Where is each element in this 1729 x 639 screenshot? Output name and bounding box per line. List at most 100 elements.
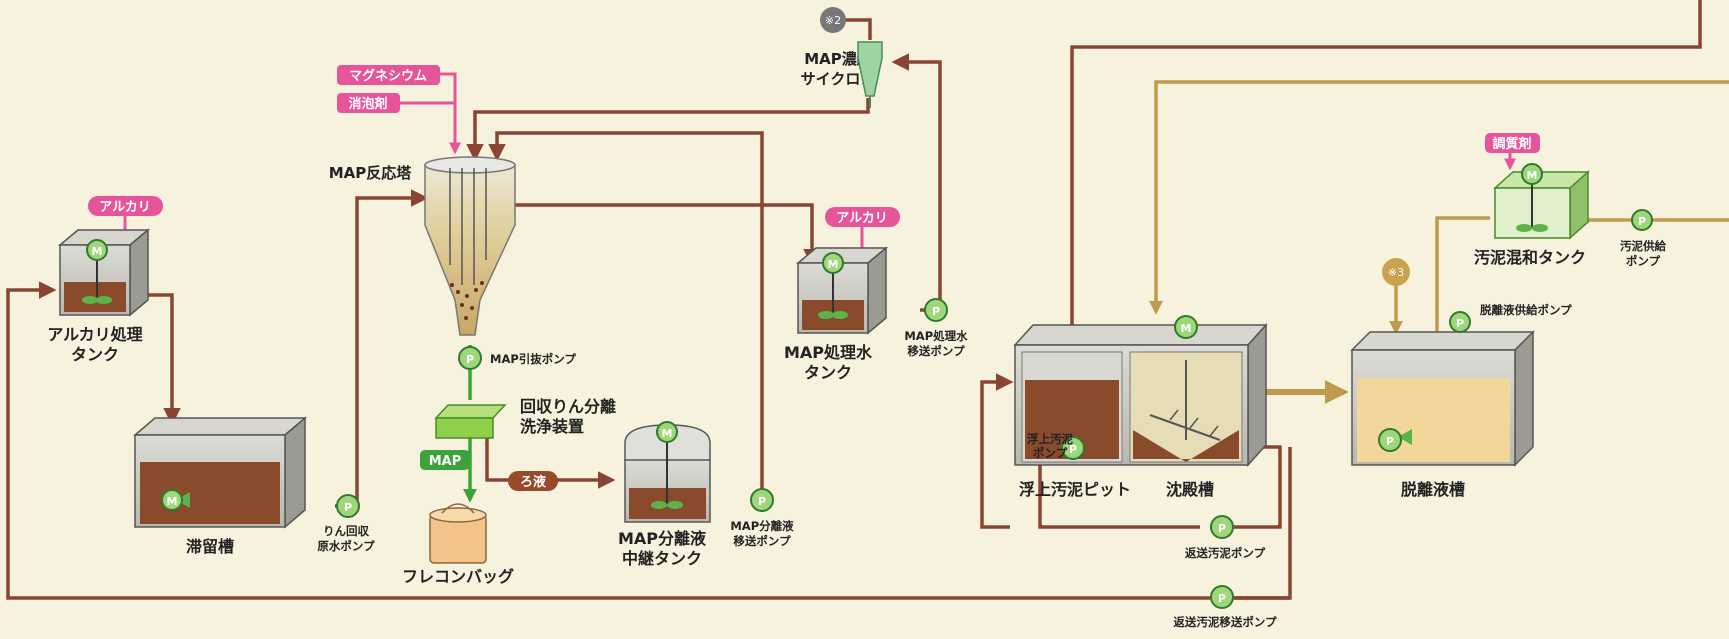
pump-icon: P	[1378, 428, 1402, 452]
sep-pump-label-1: MAP分離液	[730, 519, 794, 533]
cyclone-label-1: MAP濃縮	[804, 50, 872, 68]
map-reactor-label: MAP反応塔	[329, 164, 413, 182]
flexible-bag-icon	[429, 503, 487, 564]
dewatered-tank-label: 脱離液槽	[1401, 480, 1465, 499]
map-reactor	[424, 156, 516, 336]
map-cyclone	[857, 41, 883, 108]
float-pump-label-1: 浮上汚泥	[1027, 432, 1073, 446]
motor-icon: M	[1521, 163, 1543, 185]
conditioner-tag: 調質剤	[1485, 133, 1540, 153]
alkali-tag-1: アルカリ	[88, 196, 163, 216]
pipe-bottom-return	[6, 281, 1290, 600]
supply-pump-label-2: ポンプ	[1626, 254, 1661, 268]
pipe-return-pumps	[1038, 445, 1292, 600]
pump-icon: P	[1449, 311, 1471, 333]
svg-text:M: M	[167, 495, 178, 508]
motor-icon: M	[1174, 315, 1198, 339]
pump-icon: P	[1061, 436, 1085, 460]
svg-text:P: P	[758, 495, 766, 508]
flexible-bag-label: フレコンバッグ	[402, 567, 514, 586]
treated-tank-label-1: MAP処理水	[784, 343, 873, 362]
filtrate-tag: ろ液	[508, 471, 558, 491]
dewatered-liquor-tank	[1350, 330, 1535, 467]
pipe-gold-top	[1149, 80, 1729, 315]
return-pump-label: 返送汚泥ポンプ	[1185, 546, 1266, 560]
treated-pump-label-2: 移送ポンプ	[907, 344, 965, 358]
svg-text:P: P	[344, 501, 352, 514]
separator-label-1: 回収りん分離	[520, 397, 616, 416]
retention-tank	[132, 416, 308, 529]
map-pump-label: MAP引抜ポンプ	[490, 352, 576, 366]
alkali-tag-2: アルカリ	[825, 207, 900, 227]
pump-icon: P	[458, 346, 482, 370]
supply-pump-label-1: 汚泥供給	[1620, 239, 1666, 253]
svg-text:MAP: MAP	[429, 454, 462, 469]
raw-pump-label-1: りん回収	[323, 524, 369, 538]
pump-icon: P	[924, 298, 948, 322]
retention-tank-label: 滞留槽	[186, 537, 234, 556]
pump-icon: P	[1210, 515, 1234, 539]
pipe-reactor-to-treated	[513, 203, 821, 267]
svg-text:P: P	[1456, 317, 1464, 330]
alkali-tank-label-2: タンク	[71, 345, 119, 364]
float-pit-and-settling-tank	[1013, 323, 1268, 467]
motor-icon: M	[86, 239, 108, 261]
treated-pump-label-1: MAP処理水	[904, 329, 968, 343]
return-transfer-pump-label: 返送汚泥移送ポンプ	[1173, 615, 1277, 629]
svg-text:※3: ※3	[1388, 266, 1404, 279]
pump-icon: P	[750, 488, 774, 512]
separator-label-2: 洗浄装置	[520, 417, 584, 436]
sep-relay-label-1: MAP分離液	[618, 529, 707, 548]
pipe-magenta-mg	[440, 72, 461, 155]
pipe-alkali-to-retention	[145, 293, 181, 426]
pump-icon: P	[1631, 209, 1653, 231]
settling-tank-label: 沈殿槽	[1166, 480, 1214, 499]
svg-text:※2: ※2	[825, 14, 841, 27]
svg-text:P: P	[1218, 592, 1226, 605]
sludge-mixing-tank	[1493, 170, 1590, 240]
treated-tank-label-2: タンク	[804, 363, 852, 382]
separator-unit	[434, 404, 507, 439]
map-tag: MAP	[420, 450, 470, 470]
note-3-icon: ※3	[1382, 258, 1410, 286]
dew-supply-pump-label: 脱離液供給ポンプ	[1480, 303, 1572, 317]
alkali-tank-label-1: アルカリ処理	[47, 325, 142, 344]
motor-icon: M	[822, 252, 844, 274]
map-separation-relay-tank	[624, 424, 711, 523]
pipe-top-to-float-pit	[1070, 0, 1702, 435]
svg-text:M: M	[1181, 322, 1192, 335]
note-2-icon: ※2	[820, 7, 846, 33]
float-pit-label: 浮上汚泥ピット	[1019, 480, 1131, 499]
svg-text:M: M	[662, 427, 673, 440]
pump-icon: P	[1210, 585, 1234, 609]
svg-text:M: M	[92, 245, 103, 258]
chemical-tags: マグネシウム 消泡剤	[337, 65, 440, 113]
pump-icon: P	[336, 494, 360, 518]
svg-text:P: P	[1638, 215, 1646, 228]
pipe-cyclone-to-reactor	[466, 98, 870, 162]
svg-text:P: P	[1069, 443, 1077, 456]
float-pump-label-2: ポンプ	[1033, 446, 1068, 460]
cyclone-label-2: サイクロン	[801, 70, 876, 88]
svg-text:P: P	[932, 305, 940, 318]
sep-pump-label-2: 移送ポンプ	[733, 534, 791, 548]
raw-pump-label-2: 原水ポンプ	[317, 539, 375, 553]
sep-relay-label-2: 中継タンク	[622, 549, 702, 568]
map-treated-water-tank	[795, 246, 889, 335]
svg-text:調質剤: 調質剤	[1492, 136, 1531, 152]
defoamer-tag: 消泡剤	[348, 96, 387, 112]
mix-tank-label: 汚泥混和タンク	[1474, 248, 1586, 267]
pipes	[6, 0, 1729, 600]
svg-text:P: P	[1218, 522, 1226, 535]
svg-text:アルカリ: アルカリ	[99, 200, 150, 215]
magnesium-tag: マグネシウム	[349, 68, 427, 84]
motor-icon: M	[656, 421, 678, 443]
pipe-cyclone-to-note2	[845, 18, 872, 40]
pipe-sep-to-reactor	[488, 131, 764, 490]
svg-text:M: M	[1527, 169, 1538, 182]
svg-text:アルカリ: アルカリ	[836, 211, 887, 226]
pipe-treated-to-cyclone	[891, 53, 942, 312]
svg-text:M: M	[828, 258, 839, 271]
pipe-raw-to-reactor	[335, 189, 429, 508]
